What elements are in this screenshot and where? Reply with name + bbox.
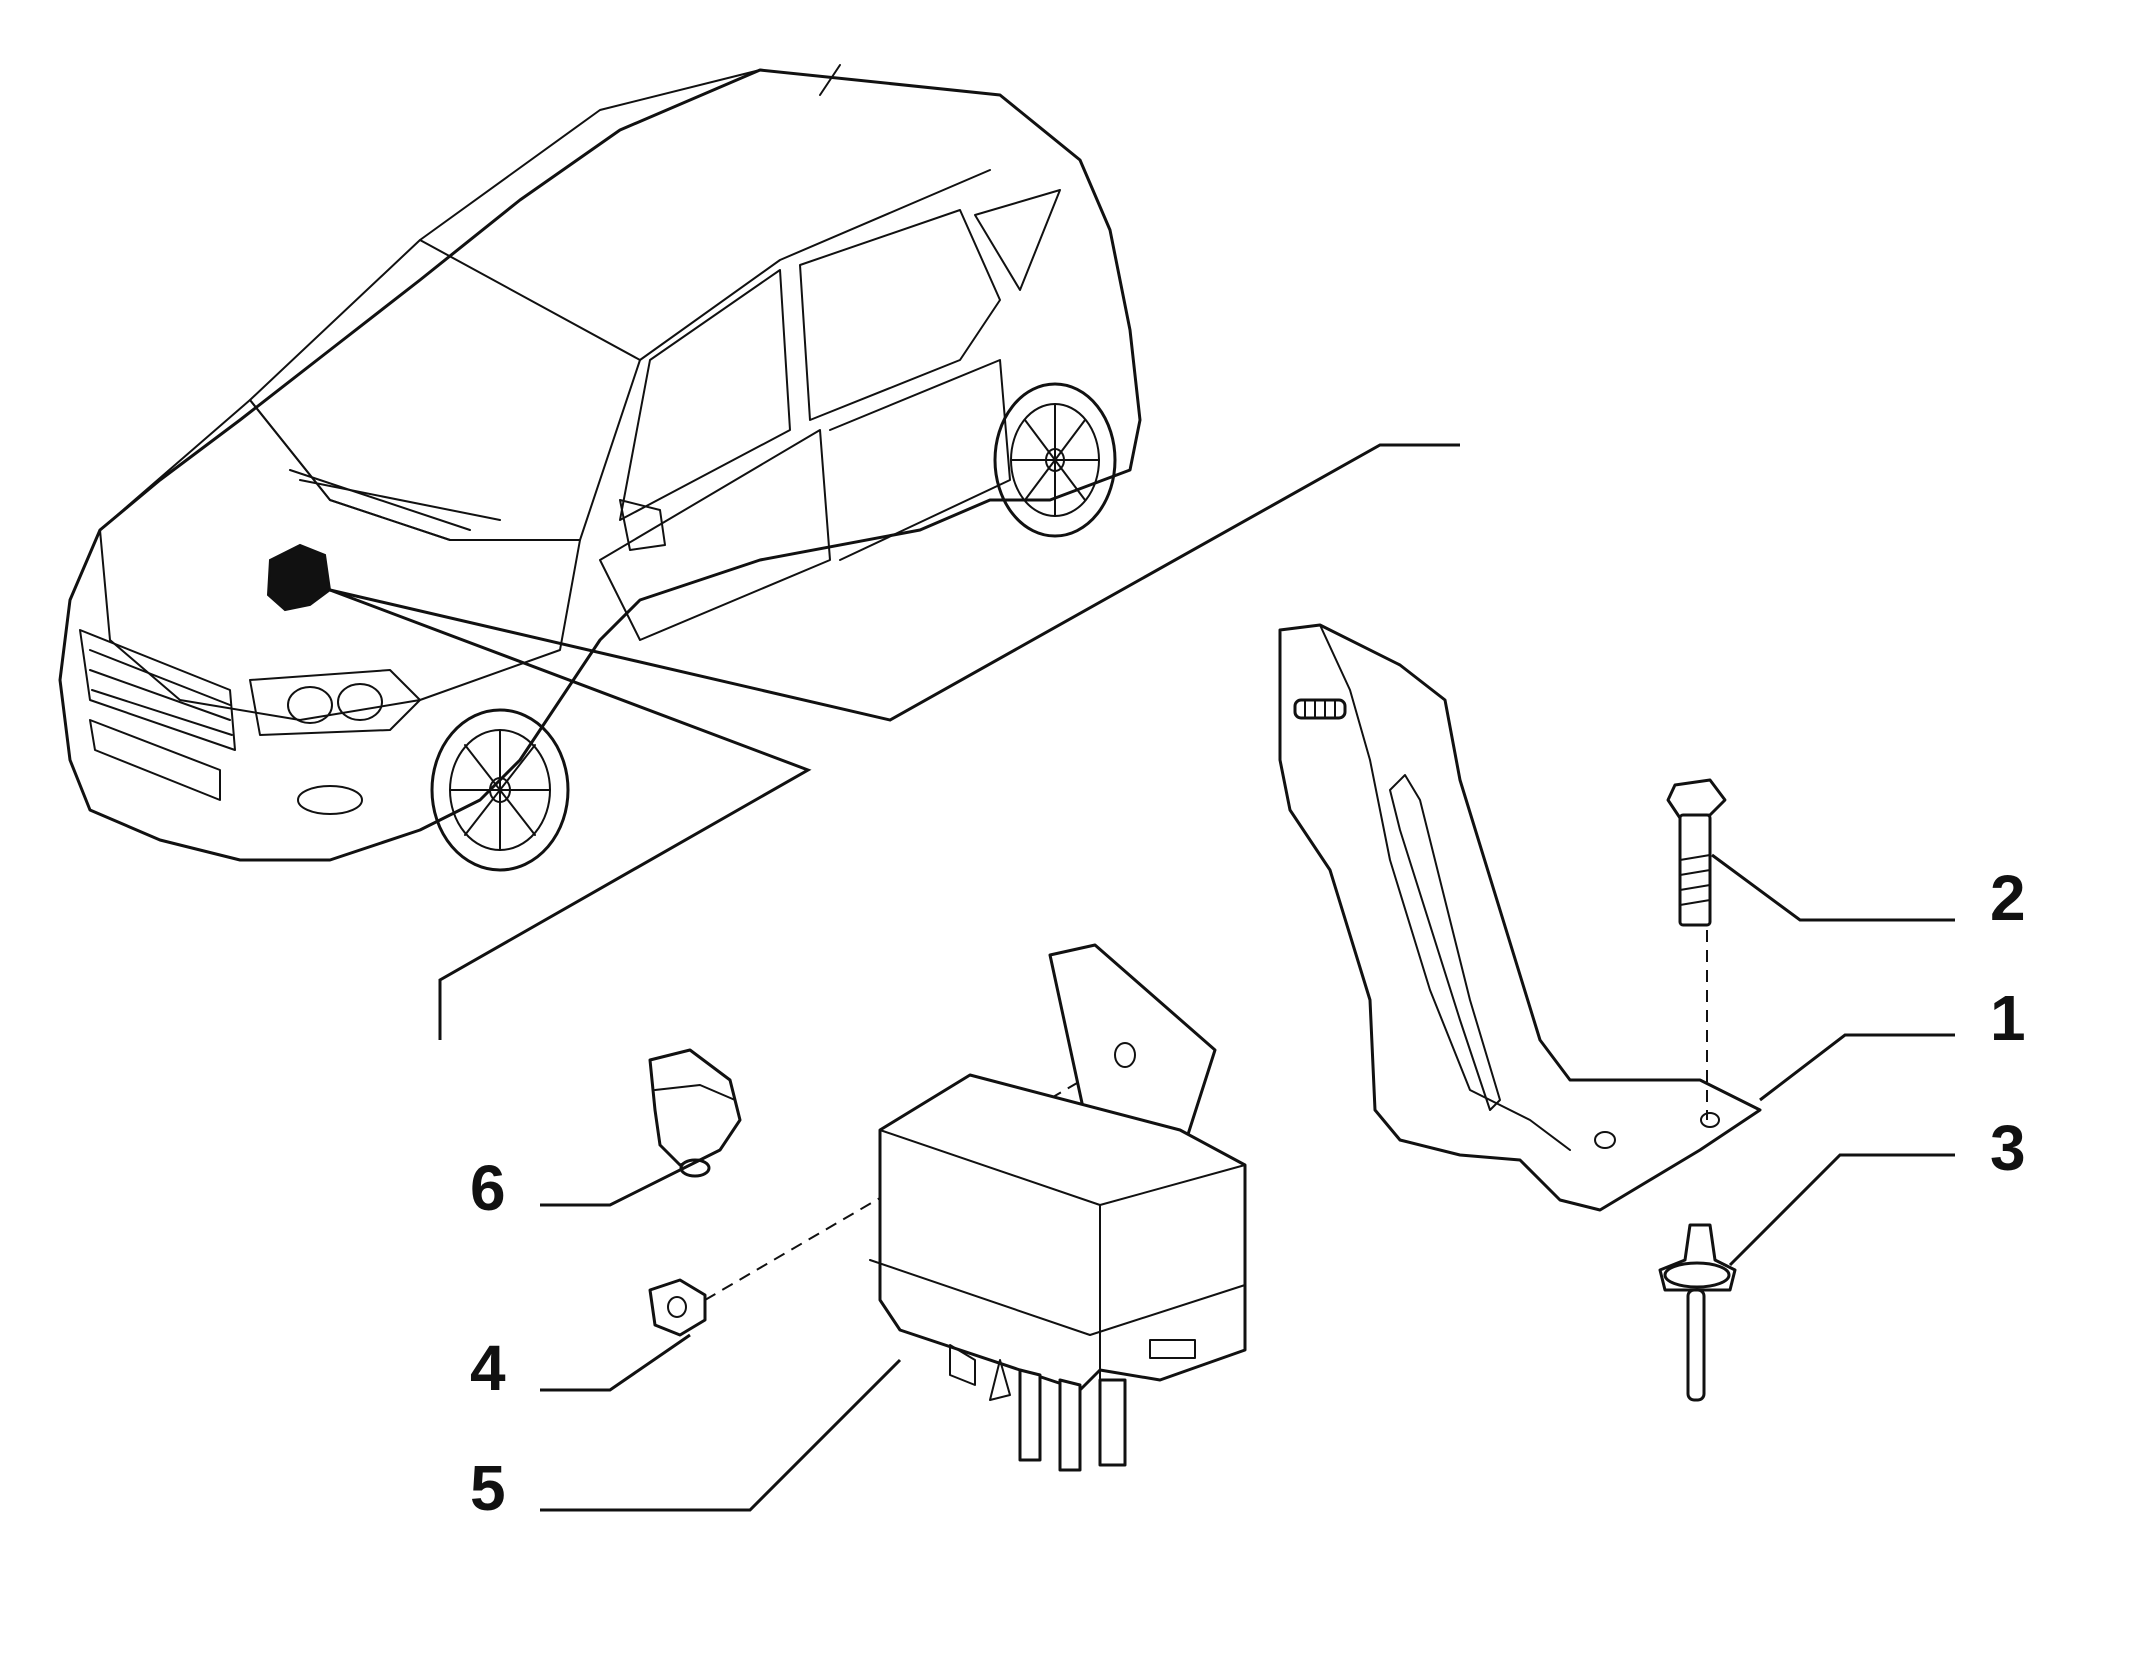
callout-number-1: 1 (1990, 982, 2026, 1054)
callout-number-3: 3 (1990, 1112, 2026, 1184)
leader-lines (540, 853, 1955, 1512)
callout-number-5: 5 (470, 1452, 506, 1524)
part-3-rivet (1658, 1223, 1737, 1402)
part-5-control-unit (869, 943, 1247, 1472)
bracket-stud-icon (1293, 698, 1347, 720)
part-6-clip (648, 1048, 742, 1178)
callout-number-4: 4 (470, 1332, 506, 1404)
callout-number-6: 6 (470, 1152, 506, 1224)
part-1-bracket (1278, 623, 1762, 1212)
part-2-bolt (1666, 778, 1727, 1120)
detail-callout-lines (329, 443, 1460, 1040)
callout-number-2: 2 (1990, 862, 2026, 934)
car-illustration (58, 64, 1142, 872)
